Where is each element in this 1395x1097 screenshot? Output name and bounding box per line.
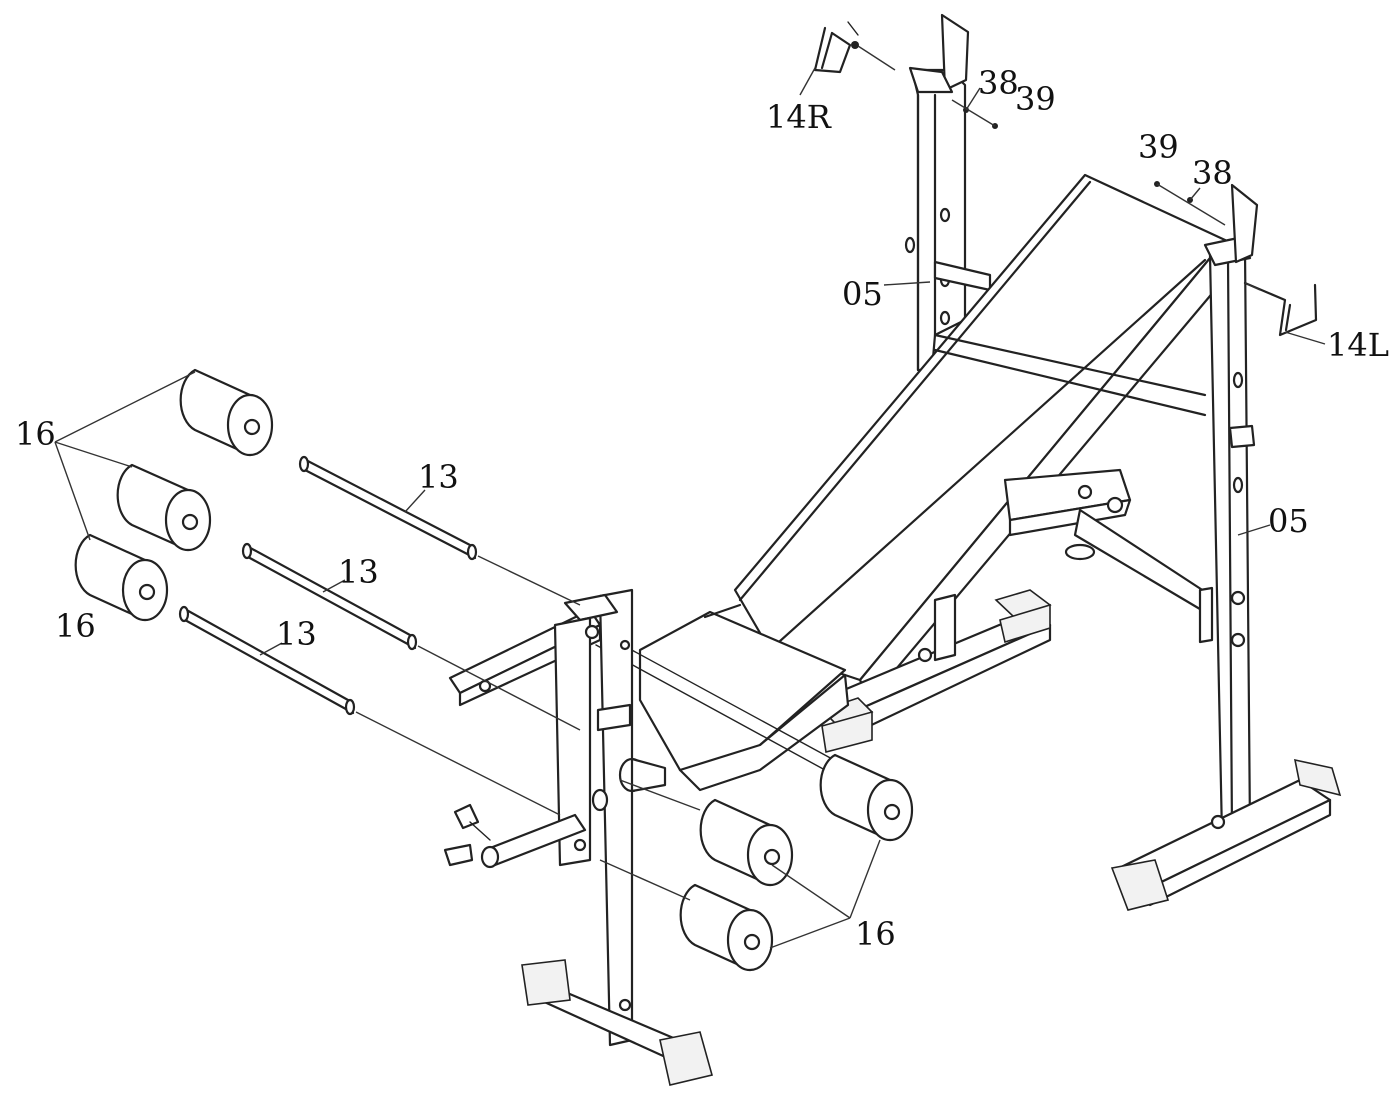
foam-rollers-bottom [599, 753, 914, 972]
label-16-left-bottom: 16 [55, 607, 96, 645]
front-left-upright [521, 588, 713, 1086]
label-39-right: 39 [1138, 128, 1179, 166]
label-39-top: 39 [1015, 80, 1056, 118]
rods [178, 455, 581, 816]
pins-right [1154, 181, 1226, 226]
label-13-b: 13 [338, 553, 379, 591]
j-hook-right [813, 21, 896, 74]
label-38-top: 38 [978, 64, 1019, 102]
rear-left-upright [904, 13, 992, 372]
lower-bar-with-pin [443, 803, 587, 869]
label-38-right: 38 [1192, 154, 1233, 192]
rear-base-frame [818, 333, 1212, 753]
label-14r: 14R [766, 98, 832, 136]
label-13-a: 13 [418, 458, 459, 496]
foam-rollers-left [74, 368, 274, 622]
leader-lines [54, 67, 1326, 949]
j-hook-left [1243, 281, 1318, 337]
label-16-left-top: 16 [15, 415, 56, 453]
front-right-upright [1110, 183, 1342, 911]
backrest-pad [733, 173, 1227, 702]
label-14l: 14L [1327, 326, 1389, 364]
part-labels: 14R 38 39 39 38 05 14L 05 16 16 13 13 13… [15, 64, 1389, 953]
label-05-right: 05 [1268, 502, 1309, 540]
label-05-left: 05 [842, 275, 883, 313]
seat-pad [638, 603, 850, 792]
label-13-c: 13 [276, 615, 317, 653]
label-16-bottom: 16 [855, 915, 896, 953]
